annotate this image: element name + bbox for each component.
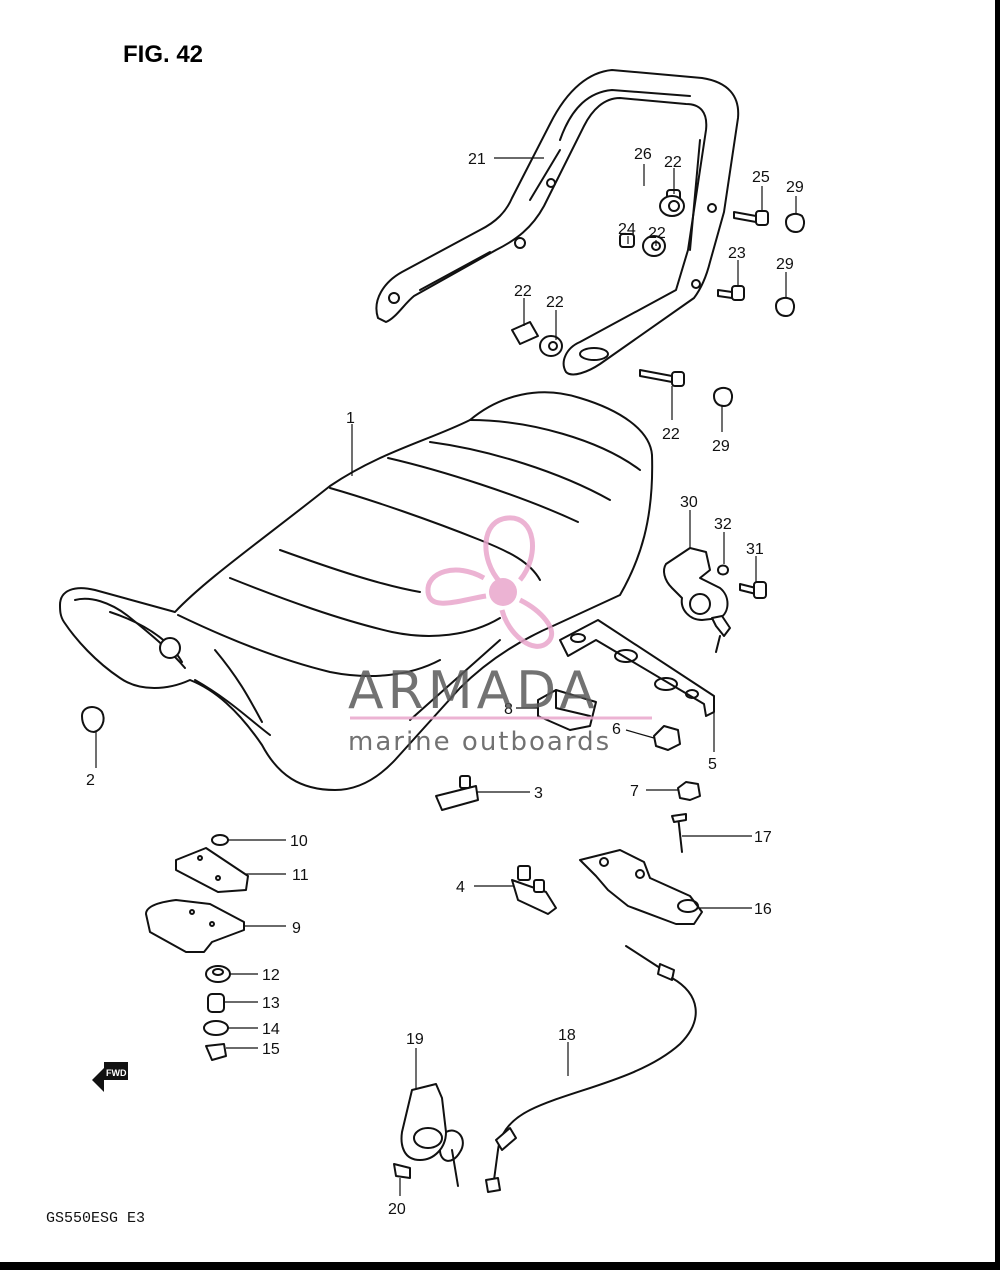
figure-title: FIG. 42	[123, 41, 203, 68]
label-10: 10	[290, 833, 308, 850]
label-9: 9	[292, 920, 301, 937]
label-20: 20	[388, 1201, 406, 1218]
seat-lock-cable	[485, 945, 697, 1193]
watermark-brand: ARMADA	[348, 661, 599, 721]
cushion-block	[537, 689, 597, 731]
label-27: 25	[752, 169, 770, 186]
fwd-arrow: FWD	[92, 1062, 128, 1092]
label-26: 24	[618, 221, 636, 238]
leader-lines	[95, 157, 797, 1196]
label-1: 1	[346, 410, 355, 427]
grab-rail	[375, 69, 740, 376]
label-19: 19	[406, 1031, 424, 1048]
seat-plates	[145, 834, 249, 953]
label-22a: 22	[664, 154, 682, 171]
label-29b: 29	[776, 256, 794, 273]
label-15: 15	[262, 1041, 280, 1058]
model-code: GS550ESG E3	[46, 1210, 145, 1227]
rail-hardware	[511, 189, 805, 407]
propeller-logo-icon	[425, 515, 555, 649]
label-30: 30	[680, 494, 698, 511]
part-labels: 21 26 22 25 29 24 22 23 29 22 22 22 29 1…	[86, 146, 804, 1218]
seat	[59, 391, 654, 791]
label-3: 3	[534, 785, 543, 802]
label-32: 32	[714, 516, 732, 533]
label-31: 31	[746, 541, 764, 558]
label-24: 22	[514, 283, 532, 300]
fwd-label: FWD	[106, 1068, 127, 1078]
frame-border-bottom	[0, 1262, 1000, 1270]
label-12: 12	[262, 967, 280, 984]
label-17: 17	[754, 829, 772, 846]
lock-bracket	[579, 813, 703, 925]
label-22b: 22	[648, 225, 666, 242]
seat-hinge-plate	[559, 619, 715, 717]
frame-border-right	[995, 0, 1000, 1270]
label-14: 14	[262, 1021, 280, 1038]
stopper-2	[81, 706, 105, 733]
watermark: ARMADA marine outboards	[348, 515, 652, 757]
grommet-parts	[203, 965, 231, 1061]
label-29a: 29	[786, 179, 804, 196]
label-7: 7	[630, 783, 639, 800]
label-8: 8	[504, 701, 513, 718]
label-11: 11	[292, 867, 309, 884]
label-5: 5	[708, 756, 717, 773]
label-4: 4	[456, 879, 465, 896]
label-18: 18	[558, 1027, 576, 1044]
nut-6	[653, 725, 681, 751]
nut-7	[677, 781, 701, 801]
label-2: 2	[86, 772, 95, 789]
label-6: 6	[612, 721, 621, 738]
label-23: 22	[662, 426, 680, 443]
seat-hook	[435, 775, 479, 811]
label-29c: 29	[712, 438, 730, 455]
seat-hook-4	[511, 865, 557, 915]
label-21: 21	[468, 151, 486, 168]
seat-lock	[663, 547, 767, 653]
watermark-tagline: marine outboards	[348, 727, 611, 757]
label-28: 26	[634, 146, 652, 163]
label-25: 23	[728, 245, 746, 262]
label-22c: 22	[546, 294, 564, 311]
label-16: 16	[754, 901, 772, 918]
label-13: 13	[262, 995, 280, 1012]
ignition-lock	[393, 1083, 464, 1187]
